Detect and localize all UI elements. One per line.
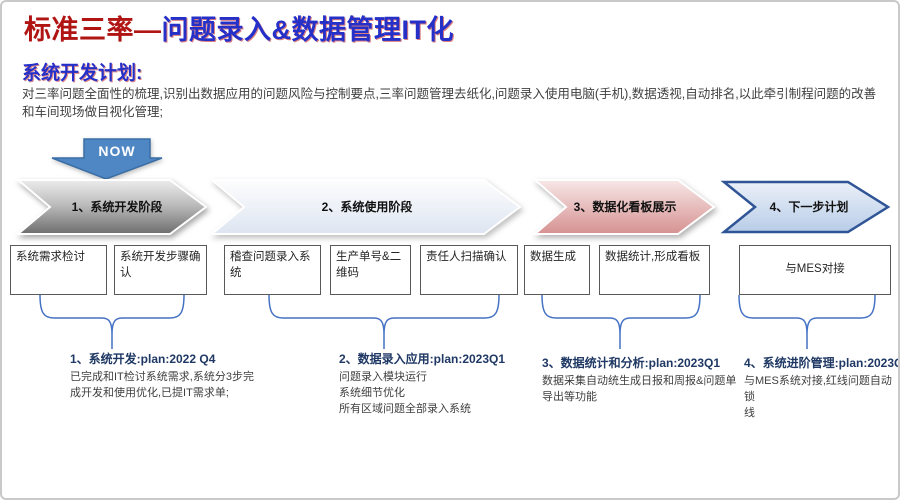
note-2-body: 问题录入模块运行 系统细节优化 所有区域问题全部录入系统	[339, 371, 471, 416]
note-3-title: 3、数据统计和分析:plan:2023Q1	[542, 356, 721, 370]
brace-group-4	[738, 294, 876, 349]
note-phase-1: 1、系统开发:plan:2022 Q4 已完成和IT检讨系统需求,系统分3步完 …	[70, 351, 310, 402]
task-box-owner-scan-confirm: 责任人扫描确认	[420, 245, 518, 295]
task-box-data-stats-board: 数据统计,形成看板	[599, 245, 710, 295]
page-title: 标准三率—问题录入&数据管理IT化	[24, 8, 454, 47]
brace-group-2	[268, 294, 500, 349]
note-1-title: 1、系统开发:plan:2022 Q4	[70, 352, 216, 366]
note-1-body: 已完成和IT检讨系统需求,系统分3步完 成开发和使用优化,已提IT需求单;	[70, 371, 254, 400]
phase-3-label: 3、数据化看板展示	[573, 200, 677, 214]
note-2-title: 2、数据录入应用:plan:2023Q1	[339, 352, 506, 366]
task-box-mes-integration: 与MES对接	[739, 245, 891, 295]
page-title-red-part: 标准三率—	[24, 15, 162, 45]
phase-1-chevron	[15, 179, 208, 235]
task-box-system-requirement-review: 系统需求检讨	[10, 245, 107, 295]
now-marker-label: NOW	[98, 143, 136, 159]
note-4-body: 与MES系统对接,红线问题自动锁 线	[744, 375, 892, 420]
note-phase-3: 3、数据统计和分析:plan:2023Q1 数据采集自动统生成日报和周报&问题单…	[542, 355, 752, 406]
brace-group-3	[541, 294, 701, 349]
phase-2-label: 2、系统使用阶段	[321, 200, 413, 214]
phase-1-label: 1、系统开发阶段	[71, 200, 163, 214]
task-box-dev-steps-confirm: 系统开发步骤确认	[114, 245, 207, 295]
page-title-blue-part: 问题录入&数据管理IT化	[161, 15, 454, 45]
description-text: 对三率问题全面性的梳理,识别出数据应用的问题风险与控制要点,三率问题管理去纸化,…	[22, 87, 877, 120]
phase-2-chevron	[209, 179, 522, 235]
note-3-body: 数据采集自动统生成日报和周报&问题单 导出等功能	[542, 375, 737, 404]
now-arrow	[51, 138, 163, 180]
note-phase-4: 4、系统进阶管理:plan:2023Q1 与MES系统对接,红线问题自动锁 线	[744, 355, 900, 422]
phase-4-chevron	[720, 180, 891, 234]
phase-4-label: 4、下一步计划	[769, 200, 849, 214]
note-4-title: 4、系统进阶管理:plan:2023Q1	[744, 356, 900, 370]
note-phase-2: 2、数据录入应用:plan:2023Q1 问题录入模块运行 系统细节优化 所有区…	[339, 351, 544, 418]
brace-group-1	[39, 294, 185, 349]
section-heading: 系统开发计划:	[22, 63, 143, 84]
task-box-audit-issue-entry: 稽查问题录入系统	[224, 245, 321, 295]
phase-3-chevron	[532, 179, 716, 235]
task-box-order-number-qrcode: 生产单号&二维码	[330, 245, 411, 295]
task-box-data-generation: 数据生成	[524, 245, 590, 295]
